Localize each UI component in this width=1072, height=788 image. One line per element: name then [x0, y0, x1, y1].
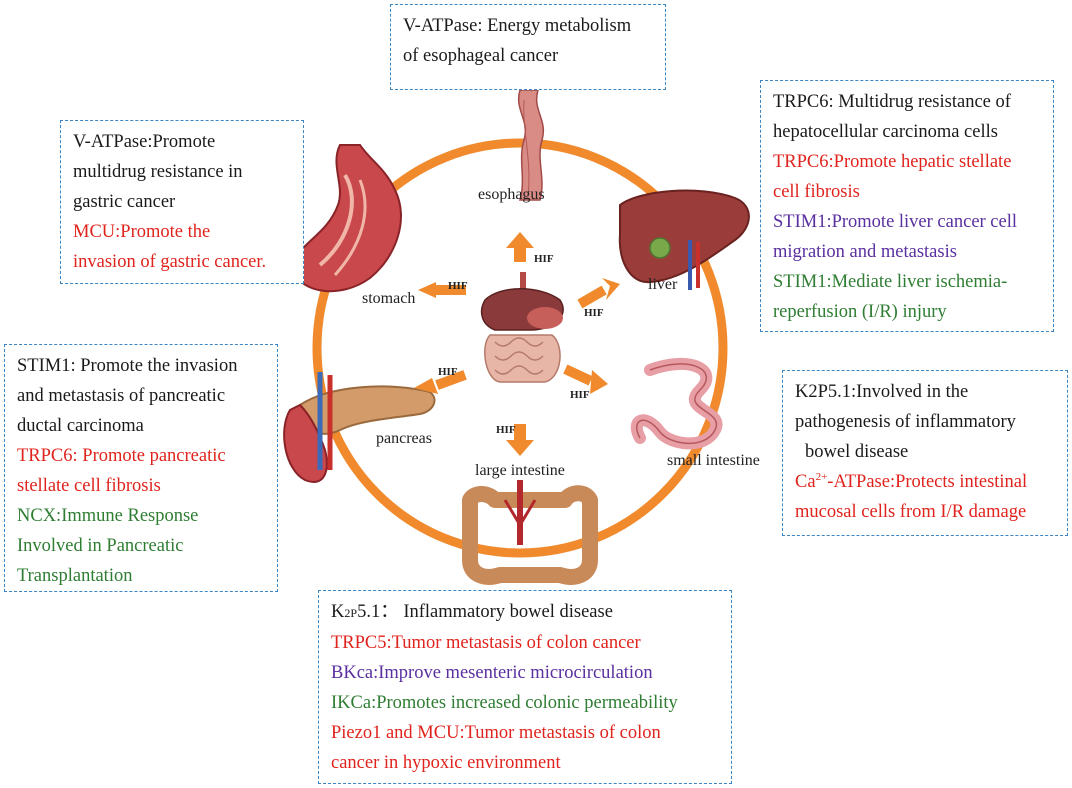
ca-rest: -ATPase:Protects intestinal [827, 472, 1028, 492]
hif-label-esophagus: HIF [534, 253, 554, 265]
liver-info-box: TRPC6: Multidrug resistance of hepatocell… [760, 80, 1054, 332]
liver-illustration [618, 189, 750, 290]
hif-label-small-intestine: HIF [570, 389, 590, 401]
hif-label-pancreas: HIF [438, 366, 458, 378]
liver-line-8: reperfusion (I/R) injury [773, 302, 947, 322]
small-intestine-line-4: Ca2+-ATPase:Protects intestinal [795, 467, 1055, 497]
pancreas-line-2: and metastasis of pancreatic [17, 386, 226, 406]
small-intestine-illustration [630, 357, 723, 450]
digestive-system-illustration [480, 272, 564, 383]
small-intestine-line-2: pathogenesis of inflammatory [795, 412, 1016, 432]
large-intestine-line-6: cancer in hypoxic environment [331, 753, 561, 773]
liver-line-6: migration and metastasis [773, 242, 957, 262]
pancreas-label: pancreas [376, 430, 432, 447]
pancreas-line-1: STIM1: Promote the invasion [17, 356, 238, 376]
pancreas-line-3: ductal carcinoma [17, 416, 144, 436]
large-intestine-line-4: IKCa:Promotes increased colonic permeabi… [331, 693, 678, 713]
small-intestine-info-box: K2P5.1:Involved in the pathogenesis of i… [782, 370, 1068, 536]
k-rest: 5.1： Inflammatory bowel disease [357, 602, 613, 622]
stomach-illustration [293, 144, 402, 293]
stomach-line-1: V-ATPase:Promote [73, 132, 216, 152]
small-intestine-line-1: K2P5.1:Involved in the [795, 382, 969, 402]
liver-line-7: STIM1:Mediate liver ischemia- [773, 272, 1008, 292]
k-subscript: 2P [344, 606, 358, 620]
stomach-line-5: invasion of gastric cancer. [73, 252, 267, 272]
hif-label-liver: HIF [584, 307, 604, 319]
liver-line-5: STIM1:Promote liver cancer cell [773, 212, 1018, 232]
liver-line-2: hepatocellular carcinoma cells [773, 122, 998, 142]
liver-line-1: TRPC6: Multidrug resistance of [773, 92, 1011, 112]
pancreas-line-5: stellate cell fibrosis [17, 476, 161, 496]
pancreas-line-4: TRPC6: Promote pancreatic [17, 446, 226, 466]
orange-ring [312, 138, 728, 558]
esophagus-info-box: V-ATPase: Energy metabolism of esophageal… [390, 4, 666, 90]
large-intestine-line-3: BKca:Improve mesenteric microcirculation [331, 663, 653, 683]
small-intestine-line-5: mucosal cells from I/R damage [795, 502, 1027, 522]
hif-label-large-intestine: HIF [496, 424, 516, 436]
pancreas-illustration [283, 372, 436, 483]
stomach-line-3: gastric cancer [73, 192, 176, 212]
large-intestine-line-2: TRPC5:Tumor metastasis of colon cancer [331, 633, 641, 653]
small-intestine-line-3: bowel disease [805, 442, 909, 462]
ca-prefix: Ca [795, 472, 816, 492]
hif-arrows [414, 232, 620, 456]
k-prefix: K [331, 602, 345, 622]
esophagus-label: esophagus [478, 186, 545, 203]
stomach-label: stomach [362, 290, 416, 307]
stomach-line-4: MCU:Promote the [73, 222, 211, 242]
esophagus-line-2: of esophageal cancer [403, 46, 559, 66]
small-intestine-label: small intestine [667, 452, 760, 469]
esophagus-illustration [517, 89, 545, 201]
pancreas-line-8: Transplantation [17, 566, 133, 586]
hif-label-stomach: HIF [448, 280, 468, 292]
liver-line-4: cell fibrosis [773, 182, 860, 202]
esophagus-line-1: V-ATPase: Energy metabolism [403, 16, 632, 36]
pancreas-info-box: STIM1: Promote the invasion and metastasi… [4, 344, 278, 592]
large-intestine-info-box: K2P5.1： Inflammatory bowel disease TRPC5… [318, 590, 732, 784]
liver-label: liver [648, 276, 678, 293]
ca-superscript: 2+ [815, 470, 828, 483]
large-intestine-line-1: K2P5.1： Inflammatory bowel disease [331, 597, 719, 628]
pancreas-line-7: Involved in Pancreatic [17, 536, 184, 556]
pancreas-line-6: NCX:Immune Response [17, 506, 199, 526]
large-intestine-illustration [462, 480, 598, 585]
large-intestine-label: large intestine [475, 462, 565, 479]
stomach-info-box: V-ATPase:Promote multidrug resistance in g… [60, 120, 304, 284]
large-intestine-line-5: Piezo1 and MCU:Tumor metastasis of colon [331, 723, 661, 743]
liver-line-3: TRPC6:Promote hepatic stellate [773, 152, 1012, 172]
stomach-line-2: multidrug resistance in [73, 162, 243, 182]
